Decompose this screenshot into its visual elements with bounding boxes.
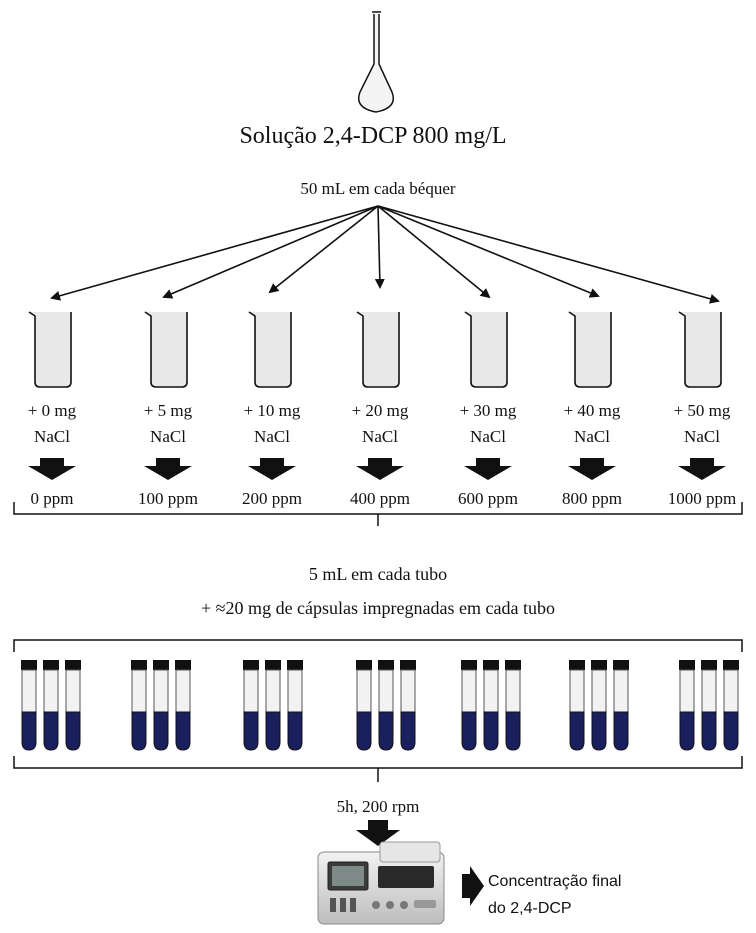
fan-arrow	[377, 205, 720, 304]
nacl-amount: + 30 mg	[460, 401, 517, 420]
upper-brace	[13, 502, 743, 526]
arrow-down-icon	[248, 458, 296, 480]
test-tube-icon	[461, 660, 477, 751]
tube-bracket-bottom	[13, 756, 743, 782]
tube-group	[569, 660, 629, 751]
fan-arrow	[377, 205, 600, 298]
tube-group	[356, 660, 416, 751]
volume-per-beaker: 50 mL em cada béquer	[300, 179, 455, 198]
concentration-label: 600 ppm	[458, 489, 518, 508]
fan-arrow	[374, 205, 385, 289]
incubation-conditions: 5h, 200 rpm	[337, 797, 420, 816]
concentration-label: 200 ppm	[242, 489, 302, 508]
beaker-icon	[568, 311, 612, 388]
arrow-down-icon	[678, 458, 726, 480]
beaker-column: + 40 mg NaCl 800 ppm	[562, 311, 622, 508]
spectrophotometer-icon	[317, 841, 445, 925]
arrow-down-icon	[464, 458, 512, 480]
test-tube-icon	[400, 660, 416, 751]
capsules-per-tube: + ≈20 mg de cápsulas impregnadas em cada…	[201, 598, 555, 618]
concentration-label: 800 ppm	[562, 489, 622, 508]
nacl-label: NaCl	[34, 427, 70, 446]
fan-arrow	[162, 205, 379, 299]
beaker-icon	[28, 311, 72, 388]
beaker-column: + 20 mg NaCl 400 ppm	[350, 311, 410, 508]
test-tube-icon	[153, 660, 169, 751]
test-tube-icon	[569, 660, 585, 751]
concentration-label: 400 ppm	[350, 489, 410, 508]
beaker-column: + 10 mg NaCl 200 ppm	[242, 311, 302, 508]
volumetric-flask-icon	[358, 11, 394, 113]
beaker-column: + 0 mg NaCl 0 ppm	[28, 311, 77, 508]
tube-group	[679, 660, 739, 751]
test-tube-icon	[378, 660, 394, 751]
tube-group	[461, 660, 521, 751]
tube-group	[131, 660, 191, 751]
nacl-amount: + 0 mg	[28, 401, 77, 420]
test-tube-icon	[591, 660, 607, 751]
solution-title: Solução 2,4-DCP 800 mg/L	[239, 123, 506, 149]
result-line-2: do 2,4-DCP	[488, 900, 572, 917]
test-tube-icon	[505, 660, 521, 751]
test-tube-icon	[65, 660, 81, 751]
nacl-amount: + 20 mg	[352, 401, 409, 420]
arrow-down-icon	[28, 458, 76, 480]
nacl-label: NaCl	[684, 427, 720, 446]
test-tube-icon	[265, 660, 281, 751]
distribution-arrows	[50, 205, 720, 304]
test-tube-icon	[21, 660, 37, 751]
concentration-label: 0 ppm	[31, 489, 74, 508]
arrow-down-icon	[356, 458, 404, 480]
test-tube-icon	[287, 660, 303, 751]
beaker-icon	[356, 311, 400, 388]
test-tube-icon	[356, 660, 372, 751]
nacl-amount: + 5 mg	[144, 401, 193, 420]
tube-group	[243, 660, 303, 751]
test-tube-icon	[43, 660, 59, 751]
beaker-column: + 50 mg NaCl 1000 ppm	[668, 311, 736, 508]
beaker-column: + 5 mg NaCl 100 ppm	[138, 311, 198, 508]
tube-bracket-top	[13, 639, 743, 652]
fan-arrow	[377, 205, 491, 299]
test-tube-icon	[483, 660, 499, 751]
result-arrow-icon	[462, 866, 484, 906]
test-tube-icon	[723, 660, 739, 751]
nacl-amount: + 40 mg	[564, 401, 621, 420]
test-tube-icon	[243, 660, 259, 751]
arrow-down-icon	[568, 458, 616, 480]
test-tube-icon	[131, 660, 147, 751]
nacl-label: NaCl	[574, 427, 610, 446]
nacl-label: NaCl	[362, 427, 398, 446]
test-tube-icon	[613, 660, 629, 751]
tube-group	[21, 660, 81, 751]
beaker-icon	[248, 311, 292, 388]
arrow-down-icon	[144, 458, 192, 480]
fan-arrow	[268, 205, 379, 294]
beaker-icon	[678, 311, 722, 388]
test-tube-icon	[175, 660, 191, 751]
nacl-label: NaCl	[254, 427, 290, 446]
tube-row	[21, 660, 739, 751]
concentration-label: 1000 ppm	[668, 489, 736, 508]
nacl-label: NaCl	[470, 427, 506, 446]
beaker-icon	[144, 311, 188, 388]
arrow-down-icon	[356, 820, 400, 846]
beaker-row: + 0 mg NaCl 0 ppm + 5 mg NaCl 100 ppm + 10 mg N…	[28, 311, 736, 508]
beaker-icon	[464, 311, 508, 388]
nacl-amount: + 50 mg	[674, 401, 731, 420]
nacl-label: NaCl	[150, 427, 186, 446]
fan-arrow	[50, 205, 379, 301]
nacl-amount: + 10 mg	[244, 401, 301, 420]
test-tube-icon	[701, 660, 717, 751]
test-tube-icon	[679, 660, 695, 751]
concentration-label: 100 ppm	[138, 489, 198, 508]
result-line-1: Concentração final	[488, 873, 621, 890]
volume-per-tube: 5 mL em cada tubo	[309, 564, 447, 584]
beaker-column: + 30 mg NaCl 600 ppm	[458, 311, 518, 508]
